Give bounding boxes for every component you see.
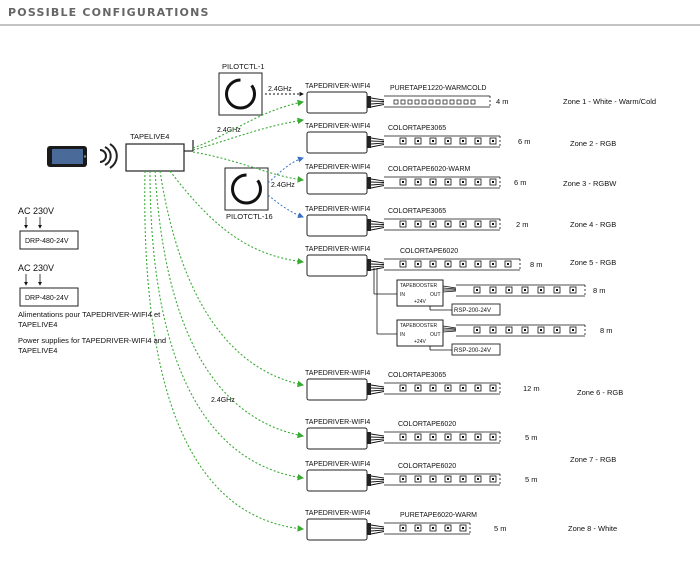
tape-label: PURETAPE6020-WARM (400, 512, 477, 519)
tape-length: 5 m (525, 475, 538, 484)
note-fr: Alimentations pour TAPEDRIVER-WIFI4 et T… (18, 310, 161, 329)
power-model-2: DRP-480-24V (25, 295, 69, 302)
booster-out: OUT (430, 332, 441, 338)
tapebooster-2: TAPEBOOSTER IN OUT +24V RSP-200-24V 8 m (376, 268, 613, 356)
remote16-link-b (267, 194, 304, 219)
remote-label-16: PILOTCTL-16 (226, 212, 273, 221)
tape-length: 6 m (518, 137, 531, 146)
driver-label: TAPEDRIVER-WIFI4 (305, 164, 370, 171)
link-label-hub: 2.4GHz (217, 127, 241, 134)
booster-label: TAPEBOOSTER (400, 323, 438, 329)
tape-label: COLORTAPE6020 (398, 463, 456, 470)
tapedriver-box (306, 469, 368, 492)
tape-label: COLORTAPE6020 (400, 248, 458, 255)
driver-label: TAPEDRIVER-WIFI4 (305, 246, 370, 253)
pilotctl-1-remote: PILOTCTL-1 (218, 62, 265, 116)
boosted-length: 8 m (593, 286, 606, 295)
tape-label: COLORTAPE6020-WARM (388, 166, 471, 173)
power-supply-1: AC 230V DRP-480-24V (18, 206, 79, 250)
tape-length: 8 m (530, 260, 543, 269)
power-model-1: DRP-480-24V (25, 238, 69, 245)
link-label-remote16: 2.4GHz (271, 182, 295, 189)
zone-label: Zone 7 - RGB (570, 455, 616, 464)
power-ac-1: AC 230V (18, 206, 54, 216)
zone-label: Zone 4 - RGB (570, 220, 616, 229)
tapedriver-box (306, 214, 368, 237)
hub-wireless-links (144, 99, 305, 532)
rsp-psu (451, 343, 501, 356)
booster-label: TAPEBOOSTER (400, 283, 438, 289)
note-en: Power supplies for TAPEDRIVER-WIFI4 and … (18, 336, 167, 355)
link-label-lower: 2.4GHz (211, 397, 235, 404)
booster-out: OUT (430, 292, 441, 298)
driver-row-7: TAPEDRIVER-WIFI4 COLORTAPE6020 5 m Zone 7 -… (305, 419, 616, 464)
driver-rows: TAPEDRIVER-WIFI4 PURETAPE1220-WARMCOLD 4 m… (305, 83, 656, 541)
driver-label: TAPEDRIVER-WIFI4 (305, 510, 370, 517)
tapebooster-box (396, 319, 444, 347)
tapedriver-box (306, 131, 368, 154)
zone-label: Zone 2 - RGB (570, 139, 616, 148)
psu-model: RSP-200-24V (454, 348, 491, 354)
driver-label: TAPEDRIVER-WIFI4 (305, 83, 370, 90)
driver-row-9: TAPEDRIVER-WIFI4 PURETAPE6020-WARM 5 m Zone… (305, 510, 617, 541)
driver-label: TAPEDRIVER-WIFI4 (305, 206, 370, 213)
tape-length: 12 m (523, 384, 540, 393)
power-supply-2: AC 230V DRP-480-24V (18, 263, 79, 307)
driver-row-3: TAPEDRIVER-WIFI4 COLORTAPE6020-WARM 6 m Zon… (305, 164, 617, 195)
zone-label: Zone 6 - RGB (577, 388, 623, 397)
tape-label: COLORTAPE3065 (388, 208, 446, 215)
psu-model: RSP-200-24V (454, 308, 491, 314)
driver-row-1: TAPEDRIVER-WIFI4 PURETAPE1220-WARMCOLD 4 m… (305, 83, 656, 114)
tape-label: COLORTAPE6020 (398, 421, 456, 428)
driver-row-8: TAPEDRIVER-WIFI4 COLORTAPE6020 5 m (305, 461, 538, 492)
remote-label-1: PILOTCTL-1 (222, 62, 265, 71)
hub-label: TAPELIVE4 (130, 132, 169, 141)
driver-label: TAPEDRIVER-WIFI4 (305, 419, 370, 426)
tapedriver-box (306, 518, 368, 541)
zone-label: Zone 8 - White (568, 524, 617, 533)
power-ac-2: AC 230V (18, 263, 54, 273)
driver-label: TAPEDRIVER-WIFI4 (305, 123, 370, 130)
rsp-psu (451, 303, 501, 316)
tapedriver-box (306, 427, 368, 450)
wifi-icon (99, 143, 118, 169)
boosted-length: 8 m (600, 326, 613, 335)
tape-length: 5 m (494, 524, 507, 533)
zone-label: Zone 5 - RGB (570, 258, 616, 267)
tape-length: 2 m (516, 220, 529, 229)
smartphone-icon (47, 146, 87, 167)
tape-label: PURETAPE1220-WARMCOLD (390, 85, 486, 92)
driver-row-6: TAPEDRIVER-WIFI4 COLORTAPE3065 12 m Zone 6 … (305, 370, 623, 401)
driver-label: TAPEDRIVER-WIFI4 (305, 370, 370, 377)
driver-row-4: TAPEDRIVER-WIFI4 COLORTAPE3065 2 m Zone 4 -… (305, 206, 616, 237)
tapebooster-1: TAPEBOOSTER IN OUT +24V RSP-200-24V 8 m (373, 268, 606, 316)
page-title: POSSIBLE CONFIGURATIONS (8, 6, 210, 19)
tape-length: 4 m (496, 97, 509, 106)
booster-in: IN (400, 292, 405, 298)
booster-voltage: +24V (414, 299, 426, 305)
booster-voltage: +24V (414, 339, 426, 345)
tape-label: COLORTAPE3065 (388, 372, 446, 379)
zone-label: Zone 1 - White - Warm/Cold (563, 97, 656, 106)
tapedriver-box (306, 172, 368, 195)
tape-length: 6 m (514, 178, 527, 187)
tapedriver-box (306, 254, 368, 277)
tape-length: 5 m (525, 433, 538, 442)
driver-label: TAPEDRIVER-WIFI4 (305, 461, 370, 468)
tapelive4-hub: TAPELIVE4 (125, 132, 194, 172)
pilotctl-16-remote: PILOTCTL-16 (224, 167, 273, 221)
tape-label: COLORTAPE3065 (388, 125, 446, 132)
booster-in: IN (400, 332, 405, 338)
tapedriver-box (306, 378, 368, 401)
driver-row-5: TAPEDRIVER-WIFI4 COLORTAPE6020 8 m Zone 5 -… (305, 246, 616, 277)
tapebooster-box (396, 279, 444, 307)
tapedriver-box (306, 91, 368, 114)
link-label-remote1: 2.4GHz (268, 86, 292, 93)
driver-row-2: TAPEDRIVER-WIFI4 COLORTAPE3065 6 m Zone 2 -… (305, 123, 616, 154)
zone-label: Zone 3 - RGBW (563, 179, 617, 188)
